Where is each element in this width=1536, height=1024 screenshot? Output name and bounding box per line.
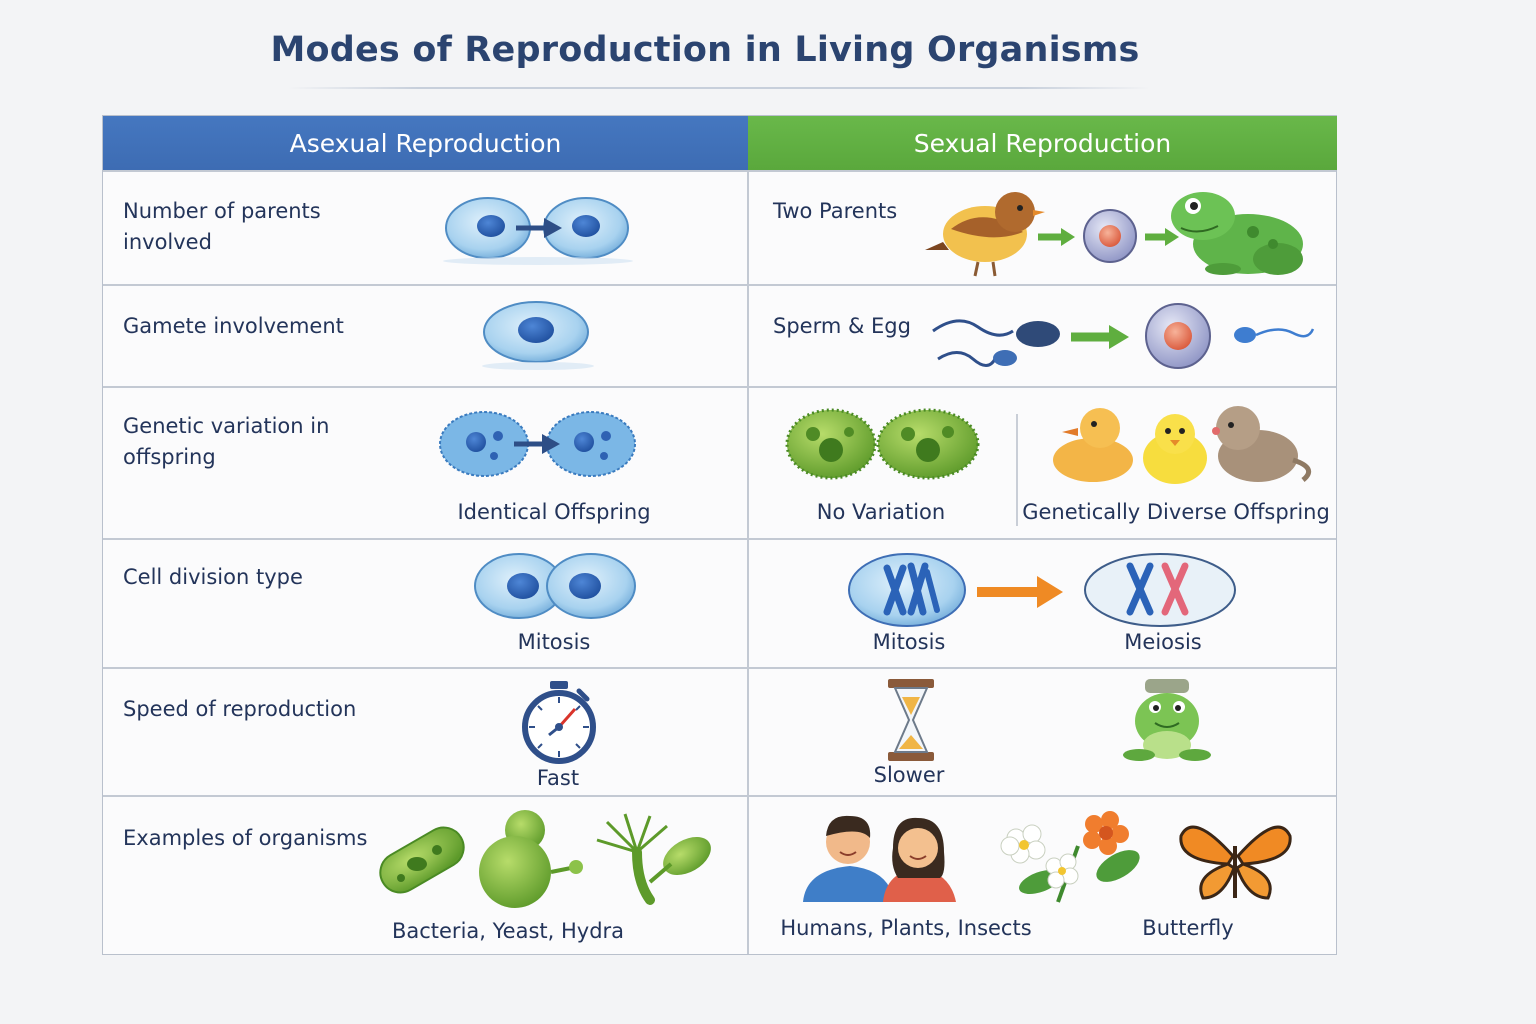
- subcolumn-divider: [1016, 414, 1018, 526]
- chromosome-cells-icon: [848, 553, 1236, 627]
- row-divider: [103, 795, 1336, 797]
- sperm-egg-text: Sperm & Egg: [773, 314, 911, 338]
- title-underline: [288, 87, 1150, 89]
- fast-caption: Fast: [536, 766, 580, 790]
- examples-asexual-caption: Bacteria, Yeast, Hydra: [391, 919, 625, 943]
- sperm-egg-fusion-icon: [932, 303, 1315, 369]
- frog-icon: [1171, 192, 1303, 275]
- bird-zygote-frog-icon: [925, 192, 1303, 277]
- header-sexual: Sexual Reproduction: [748, 116, 1337, 170]
- identical-offspring-caption: Identical Offspring: [457, 500, 651, 524]
- row-divider: [103, 538, 1336, 540]
- flowers-icon: [1000, 811, 1140, 903]
- stopwatch-icon: [522, 681, 596, 764]
- bird-icon: [925, 192, 1045, 277]
- mitosis-caption-asexual: Mitosis: [517, 630, 591, 654]
- header-asexual: Asexual Reproduction: [103, 116, 748, 170]
- meiosis-cell-icon: [1084, 553, 1236, 627]
- slower-caption: Slower: [873, 763, 945, 787]
- frog-icon: [1123, 679, 1211, 761]
- page-title: Modes of Reproduction in Living Organism…: [270, 30, 1140, 70]
- no-variation-caption: No Variation: [816, 500, 946, 524]
- row-label-variation: Genetic variation in offspring: [123, 414, 330, 469]
- duckling-icon: [1053, 408, 1133, 482]
- bacteria-yeast-hydra-icon: [379, 810, 711, 908]
- column-divider: [747, 170, 749, 954]
- sperm-icon: [932, 319, 1060, 367]
- humans-icon: [803, 815, 956, 902]
- single-cell-icon: [482, 301, 594, 370]
- row-divider: [103, 667, 1336, 669]
- diverse-offspring-icon: [1053, 406, 1312, 484]
- humans-flowers-butterfly-icon: [803, 811, 1292, 903]
- mitosis-cell-icon: [474, 553, 636, 619]
- mitosis-caption-sexual: Mitosis: [872, 630, 946, 654]
- rodent-icon: [1212, 406, 1312, 482]
- examples-sexual-caption: Humans, Plants, Insects: [780, 916, 1032, 940]
- butterfly-caption: Butterfly: [1142, 916, 1234, 940]
- hourglass-icon: [888, 679, 934, 761]
- row-label-gametes: Gamete involvement: [123, 314, 344, 338]
- single-cell-dividing-icon: [443, 197, 633, 265]
- zygote-icon: [1083, 209, 1137, 263]
- egg-icon: [1145, 303, 1211, 369]
- row-label-division: Cell division type: [123, 565, 303, 589]
- row-label-speed: Speed of reproduction: [123, 697, 357, 721]
- comparison-table: Asexual Reproduction Sexual Reproduction…: [102, 115, 1337, 955]
- mitosis-cell-icon: [848, 553, 966, 627]
- row-divider: [103, 284, 1336, 286]
- row-label-examples: Examples of organisms: [123, 826, 368, 850]
- meiosis-caption: Meiosis: [1124, 630, 1202, 654]
- yeast-icon: [479, 810, 583, 908]
- row-label-parents: Number of parents involved: [123, 199, 321, 254]
- row-divider: [103, 170, 1336, 172]
- row-divider: [103, 386, 1336, 388]
- chick-icon: [1143, 414, 1207, 484]
- hydra-icon: [596, 813, 711, 905]
- bacteria-icon: [379, 826, 465, 894]
- identical-cells-icon: [439, 411, 636, 477]
- diverse-offspring-caption: Genetically Diverse Offspring: [1022, 500, 1330, 524]
- two-parents-text: Two Parents: [773, 199, 898, 223]
- no-variation-icon: [785, 408, 980, 480]
- butterfly-icon: [1179, 825, 1292, 900]
